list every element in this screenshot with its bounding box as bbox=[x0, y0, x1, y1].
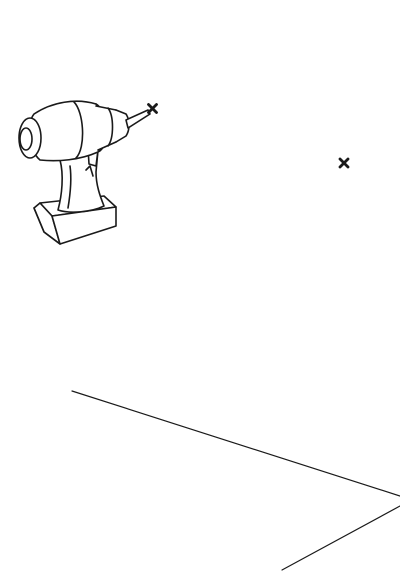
wall-edge-lower bbox=[281, 505, 400, 571]
drill-bit bbox=[125, 109, 151, 129]
drill-rear-cap-inner bbox=[19, 127, 33, 151]
cordless-drill-icon bbox=[18, 100, 151, 245]
drill-rear-cap bbox=[18, 117, 42, 159]
drill-chuck bbox=[95, 105, 130, 151]
drill-bit-tip-x-marker bbox=[147, 103, 158, 114]
wall-edge-upper bbox=[71, 390, 400, 497]
target-point-x-marker bbox=[338, 157, 350, 169]
